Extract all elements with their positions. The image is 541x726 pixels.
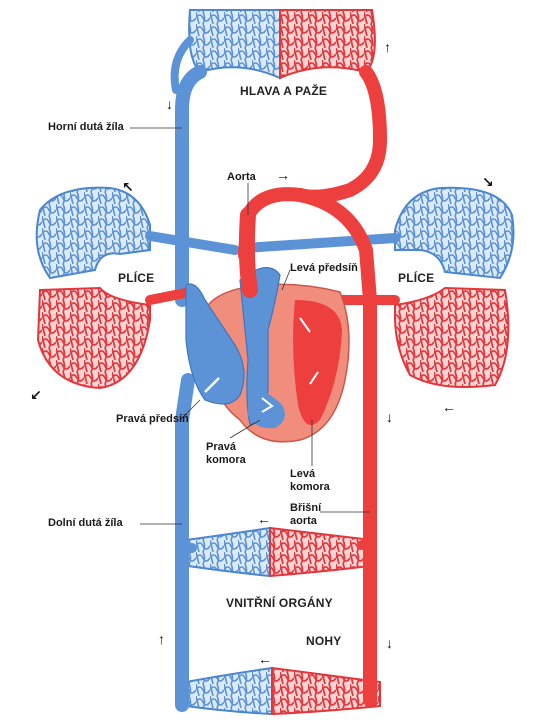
left-arrow-icon: ← — [257, 511, 271, 527]
down-left-arrow-icon: ↙ — [30, 387, 42, 403]
up-arrow-icon: ↑ — [158, 631, 165, 647]
label-right-atrium: Pravá předsíň — [116, 413, 189, 425]
legs-capillary-bed — [185, 666, 381, 716]
left-arrow-icon: ← — [442, 399, 456, 415]
label-right-ventricle-line2: komora — [206, 454, 246, 466]
label-inferior-vena-cava: Dolní dutá žíla — [48, 517, 123, 529]
down-arrow-icon: ↓ — [386, 409, 393, 425]
heart — [185, 207, 350, 443]
label-abdominal-aorta-line2: aorta — [290, 515, 317, 527]
up-left-arrow-icon: ↖ — [122, 179, 134, 195]
label-aorta: Aorta — [227, 171, 256, 183]
label-left-ventricle: Levá komora — [290, 468, 330, 494]
up-arrow-icon: ↑ — [384, 39, 391, 55]
down-arrow-icon: ↓ — [166, 96, 173, 112]
label-left-ventricle-line1: Levá — [290, 468, 316, 480]
organs-capillary-bed — [184, 526, 374, 578]
region-legs: NOHY — [306, 634, 342, 648]
label-right-ventricle-line1: Pravá — [206, 441, 236, 453]
venous-vessels — [145, 36, 400, 712]
region-internal-organs: VNITŘNÍ ORGÁNY — [226, 596, 333, 610]
label-left-ventricle-line2: komora — [290, 481, 330, 493]
region-lung-right: PLÍCE — [398, 271, 435, 285]
down-right-arrow-icon: ↘ — [482, 174, 494, 190]
label-superior-vena-cava: Horní dutá žíla — [48, 121, 124, 133]
left-lung-capillary-bed — [35, 186, 151, 390]
leader-lines — [130, 127, 370, 525]
down-arrow-icon: ↓ — [386, 635, 393, 651]
right-lung-capillary-bed — [394, 186, 515, 389]
label-abdominal-aorta: Břišní aorta — [290, 502, 321, 528]
head-capillary-bed — [188, 9, 376, 80]
region-head-arms: HLAVA A PAŽE — [240, 84, 328, 98]
label-right-ventricle: Pravá komora — [206, 441, 246, 467]
region-lung-left: PLÍCE — [118, 271, 155, 285]
label-left-atrium: Levá předsíň — [290, 262, 358, 274]
right-arrow-icon: → — [276, 167, 290, 183]
label-abdominal-aorta-line1: Břišní — [290, 502, 322, 514]
left-arrow-icon: ← — [258, 651, 272, 667]
